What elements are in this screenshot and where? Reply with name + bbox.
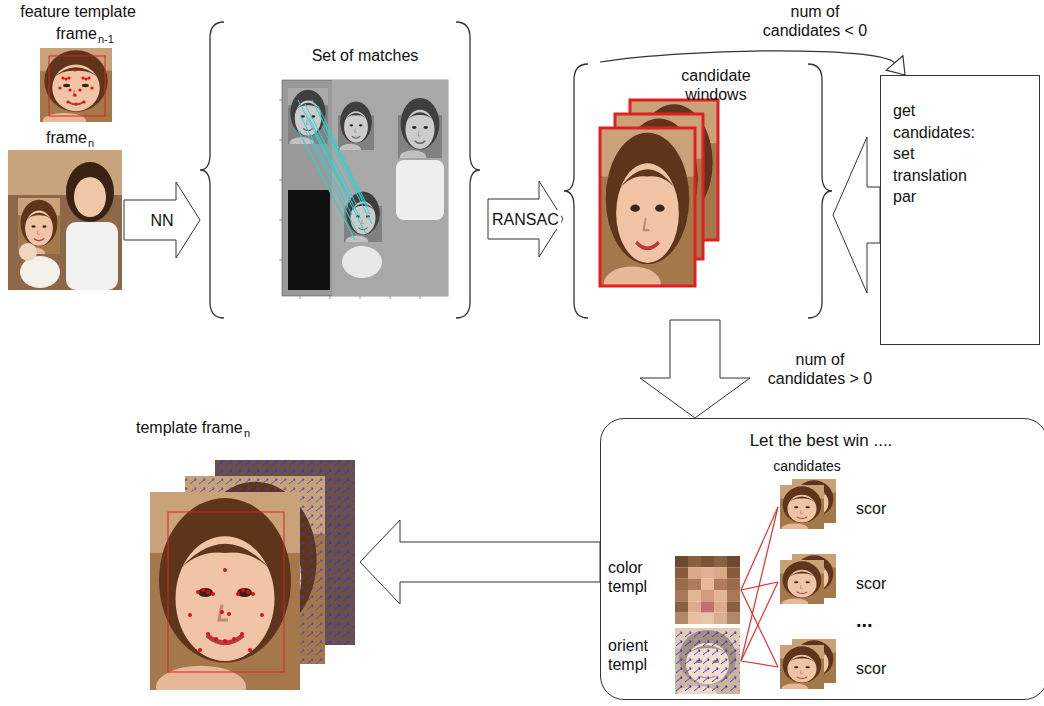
- connector: [833, 137, 880, 293]
- column-heading: candidates: [767, 458, 847, 475]
- block-arrow: [488, 181, 563, 257]
- frame-label: frame: [46, 128, 87, 147]
- connector: [600, 51, 905, 75]
- curved-arrow: [600, 51, 895, 63]
- connector: [124, 182, 200, 258]
- arrow-head: [886, 56, 905, 75]
- ellipsis: ...: [856, 608, 873, 632]
- score-label: scor: [856, 659, 886, 678]
- connector: [640, 320, 750, 418]
- candidate-group: candidate windows: [563, 62, 833, 320]
- connector: [488, 181, 563, 257]
- frame-subscript: n-1: [98, 33, 114, 46]
- block-arrow: [360, 520, 600, 604]
- edge-label: num of candidates > 0: [760, 350, 880, 388]
- group-heading: Set of matches: [250, 46, 480, 65]
- edge-label: num of candidates < 0: [755, 2, 875, 40]
- frame-photo: framen: [8, 128, 124, 290]
- frame-subscript: n: [244, 427, 250, 440]
- block-arrow: [833, 137, 880, 293]
- template-output: template framen: [130, 418, 360, 693]
- edge-label: NN: [149, 211, 176, 230]
- connector: [360, 520, 600, 604]
- score-label: scor: [856, 574, 886, 593]
- box-heading: Let the best win ....: [601, 431, 1041, 451]
- block-arrow: [640, 320, 750, 418]
- template-label: color templ: [608, 558, 668, 596]
- edge-label: RANSAC: [490, 210, 561, 229]
- photo-heading: feature template: [8, 2, 148, 21]
- frame-label: frame: [56, 24, 97, 43]
- block-arrow: [124, 182, 200, 258]
- template-photo: feature template framen-1: [8, 2, 156, 124]
- score-label: scor: [856, 499, 886, 518]
- template-label: orient templ: [608, 636, 670, 674]
- group-heading: candidate windows: [660, 66, 772, 104]
- matches-group: Set of matches: [200, 20, 488, 320]
- process-text: get candidates: set translation par: [893, 100, 985, 208]
- frame-subscript: n: [88, 137, 94, 150]
- process-box: get candidates: set translation par: [880, 75, 1040, 345]
- output-label: template frame: [136, 418, 243, 437]
